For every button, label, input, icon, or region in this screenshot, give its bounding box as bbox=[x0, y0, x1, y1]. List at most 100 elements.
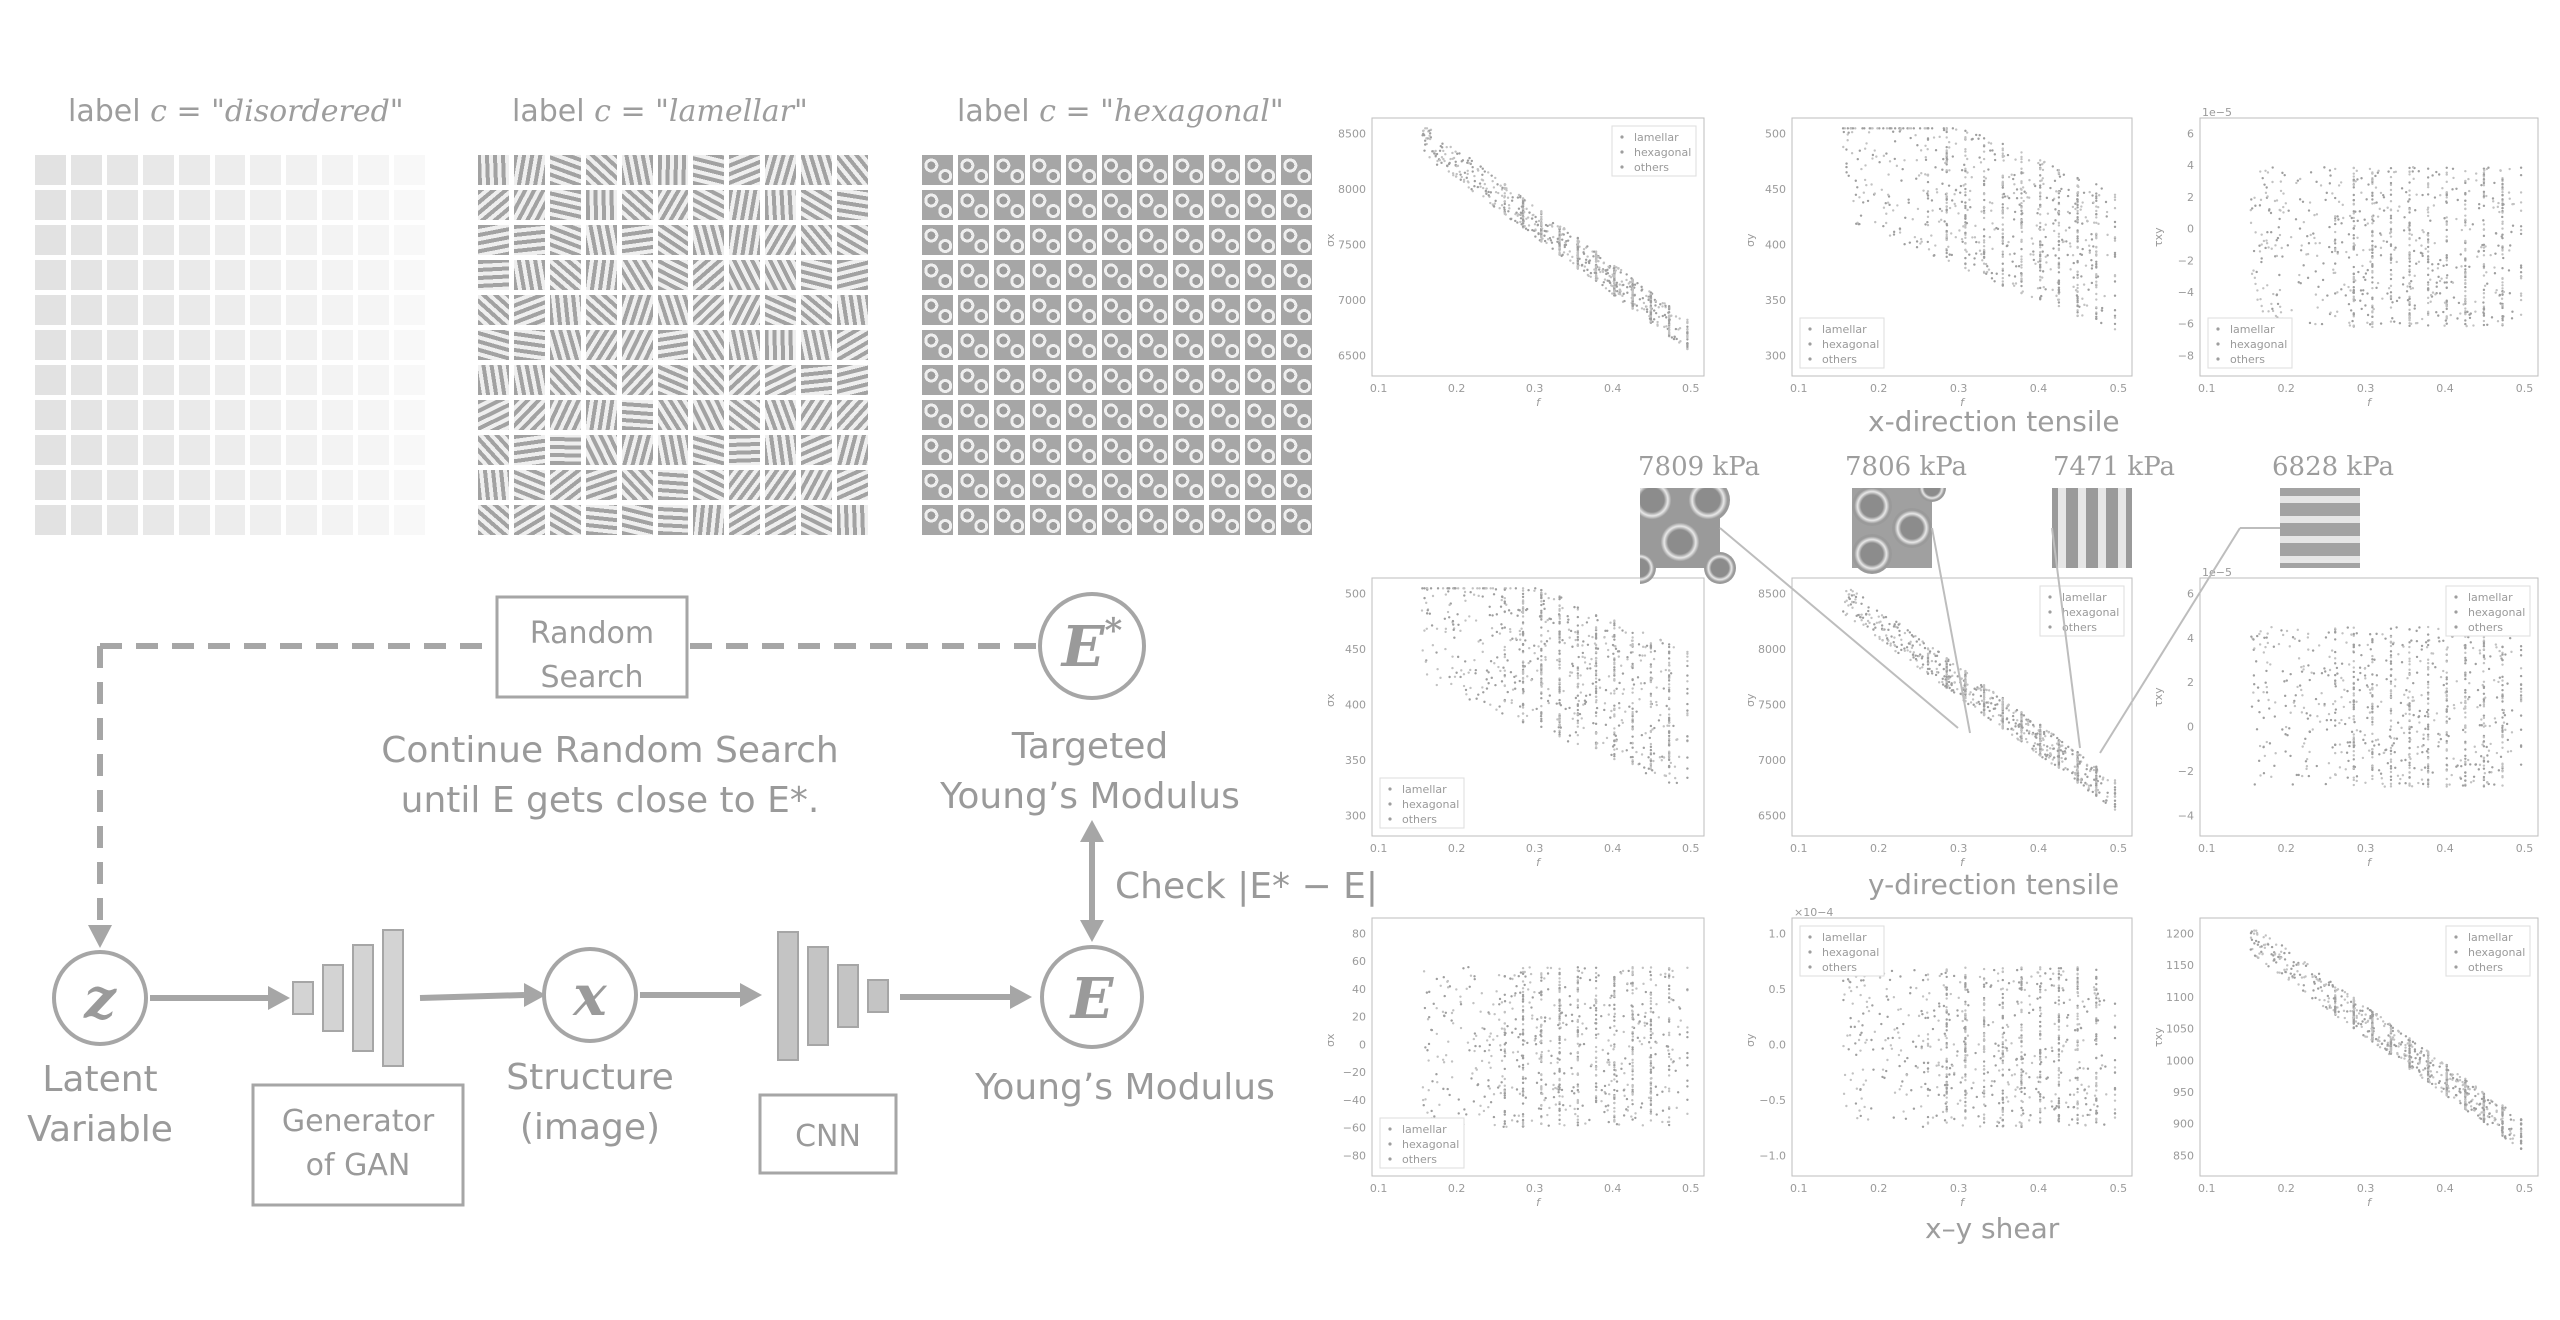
data-point bbox=[2091, 194, 2094, 197]
data-point bbox=[2274, 244, 2277, 247]
data-point bbox=[1898, 231, 1902, 234]
data-point bbox=[2332, 271, 2335, 275]
data-point bbox=[1625, 278, 1628, 282]
legend-box bbox=[1611, 125, 1697, 177]
data-point bbox=[2071, 749, 2074, 752]
data-point bbox=[2250, 207, 2254, 210]
data-point bbox=[2020, 255, 2023, 258]
disordered-tile bbox=[286, 365, 318, 395]
data-point bbox=[2426, 193, 2430, 196]
data-point bbox=[1576, 682, 1580, 686]
data-point bbox=[1479, 638, 1482, 642]
data-point bbox=[2076, 750, 2079, 754]
disordered-tile bbox=[106, 225, 138, 255]
disordered-tile bbox=[142, 435, 174, 465]
disordered-tile bbox=[394, 365, 425, 395]
lamellar-tile bbox=[765, 365, 797, 395]
data-point bbox=[1945, 662, 1948, 666]
data-point bbox=[2445, 171, 2448, 174]
data-point bbox=[2261, 310, 2265, 313]
data-point bbox=[2400, 187, 2404, 190]
data-point bbox=[1521, 719, 1525, 722]
data-point bbox=[2408, 282, 2411, 285]
data-point bbox=[1485, 669, 1489, 672]
data-point bbox=[1945, 136, 1948, 139]
data-point bbox=[2039, 213, 2042, 216]
data-point bbox=[1968, 693, 1971, 696]
data-point bbox=[1986, 265, 1989, 268]
data-point bbox=[1649, 758, 1653, 761]
data-point bbox=[2331, 192, 2334, 195]
data-point bbox=[1521, 649, 1525, 653]
data-point bbox=[1894, 649, 1897, 653]
data-point bbox=[2347, 256, 2351, 259]
data-point bbox=[2024, 722, 2028, 726]
data-point bbox=[2402, 229, 2406, 232]
data-point bbox=[1604, 688, 1608, 692]
data-point bbox=[2266, 230, 2269, 234]
lamellar-tile bbox=[549, 190, 581, 220]
data-point bbox=[1885, 212, 1888, 215]
data-point bbox=[1977, 687, 1980, 690]
data-point bbox=[1651, 728, 1654, 731]
data-point bbox=[1846, 127, 1850, 130]
disordered-tile bbox=[286, 330, 318, 360]
data-point bbox=[1599, 270, 1602, 274]
data-point bbox=[2264, 169, 2267, 172]
data-point bbox=[2056, 749, 2059, 753]
data-point bbox=[1855, 222, 1858, 225]
data-point bbox=[1937, 681, 1941, 684]
data-point bbox=[2051, 288, 2054, 292]
data-point bbox=[1621, 721, 1625, 725]
data-point bbox=[2330, 250, 2334, 254]
data-point bbox=[1492, 593, 1496, 596]
data-point bbox=[1535, 220, 1538, 224]
data-point bbox=[1964, 193, 1967, 197]
data-point bbox=[1669, 761, 1673, 765]
disordered-tile bbox=[358, 505, 390, 535]
data-point bbox=[1621, 750, 1624, 753]
data-point bbox=[1664, 668, 1668, 672]
data-point bbox=[1847, 131, 1850, 134]
data-point bbox=[1647, 756, 1650, 759]
data-point bbox=[1511, 637, 1514, 640]
data-point bbox=[2007, 709, 2011, 712]
hexagonal-tile bbox=[957, 470, 989, 500]
disordered-tile bbox=[322, 155, 354, 185]
data-point bbox=[1656, 323, 1659, 326]
data-point bbox=[1435, 627, 1439, 630]
lamellar-tile bbox=[513, 435, 545, 465]
lamellar-tile bbox=[765, 435, 797, 465]
hexagonal-tile bbox=[1245, 470, 1277, 500]
data-point bbox=[1582, 703, 1585, 706]
x-tick-label: 0.4 bbox=[1604, 842, 1622, 855]
data-point bbox=[1649, 765, 1653, 768]
data-point bbox=[2389, 214, 2393, 218]
data-point bbox=[1666, 724, 1669, 727]
data-point bbox=[2113, 316, 2117, 319]
data-point bbox=[1428, 129, 1431, 132]
data-point bbox=[1926, 223, 1930, 227]
data-point bbox=[2326, 294, 2329, 297]
disordered-tile bbox=[286, 400, 318, 430]
data-point bbox=[2057, 763, 2061, 766]
data-point bbox=[1518, 705, 1522, 708]
data-point bbox=[1893, 157, 1896, 161]
data-point bbox=[2476, 255, 2479, 258]
data-point bbox=[2367, 183, 2370, 186]
data-point bbox=[2371, 180, 2374, 184]
data-point bbox=[1633, 294, 1636, 297]
data-point bbox=[1440, 156, 1444, 159]
data-point bbox=[2482, 288, 2486, 292]
data-point bbox=[2352, 193, 2355, 197]
data-point bbox=[2095, 196, 2098, 200]
data-point bbox=[2026, 722, 2030, 725]
data-point bbox=[1541, 682, 1544, 685]
data-point bbox=[1568, 706, 1571, 710]
data-point bbox=[2445, 196, 2448, 199]
data-point bbox=[1667, 741, 1671, 744]
data-point bbox=[1621, 672, 1625, 675]
data-point bbox=[1503, 645, 1506, 649]
data-point bbox=[2042, 285, 2045, 289]
